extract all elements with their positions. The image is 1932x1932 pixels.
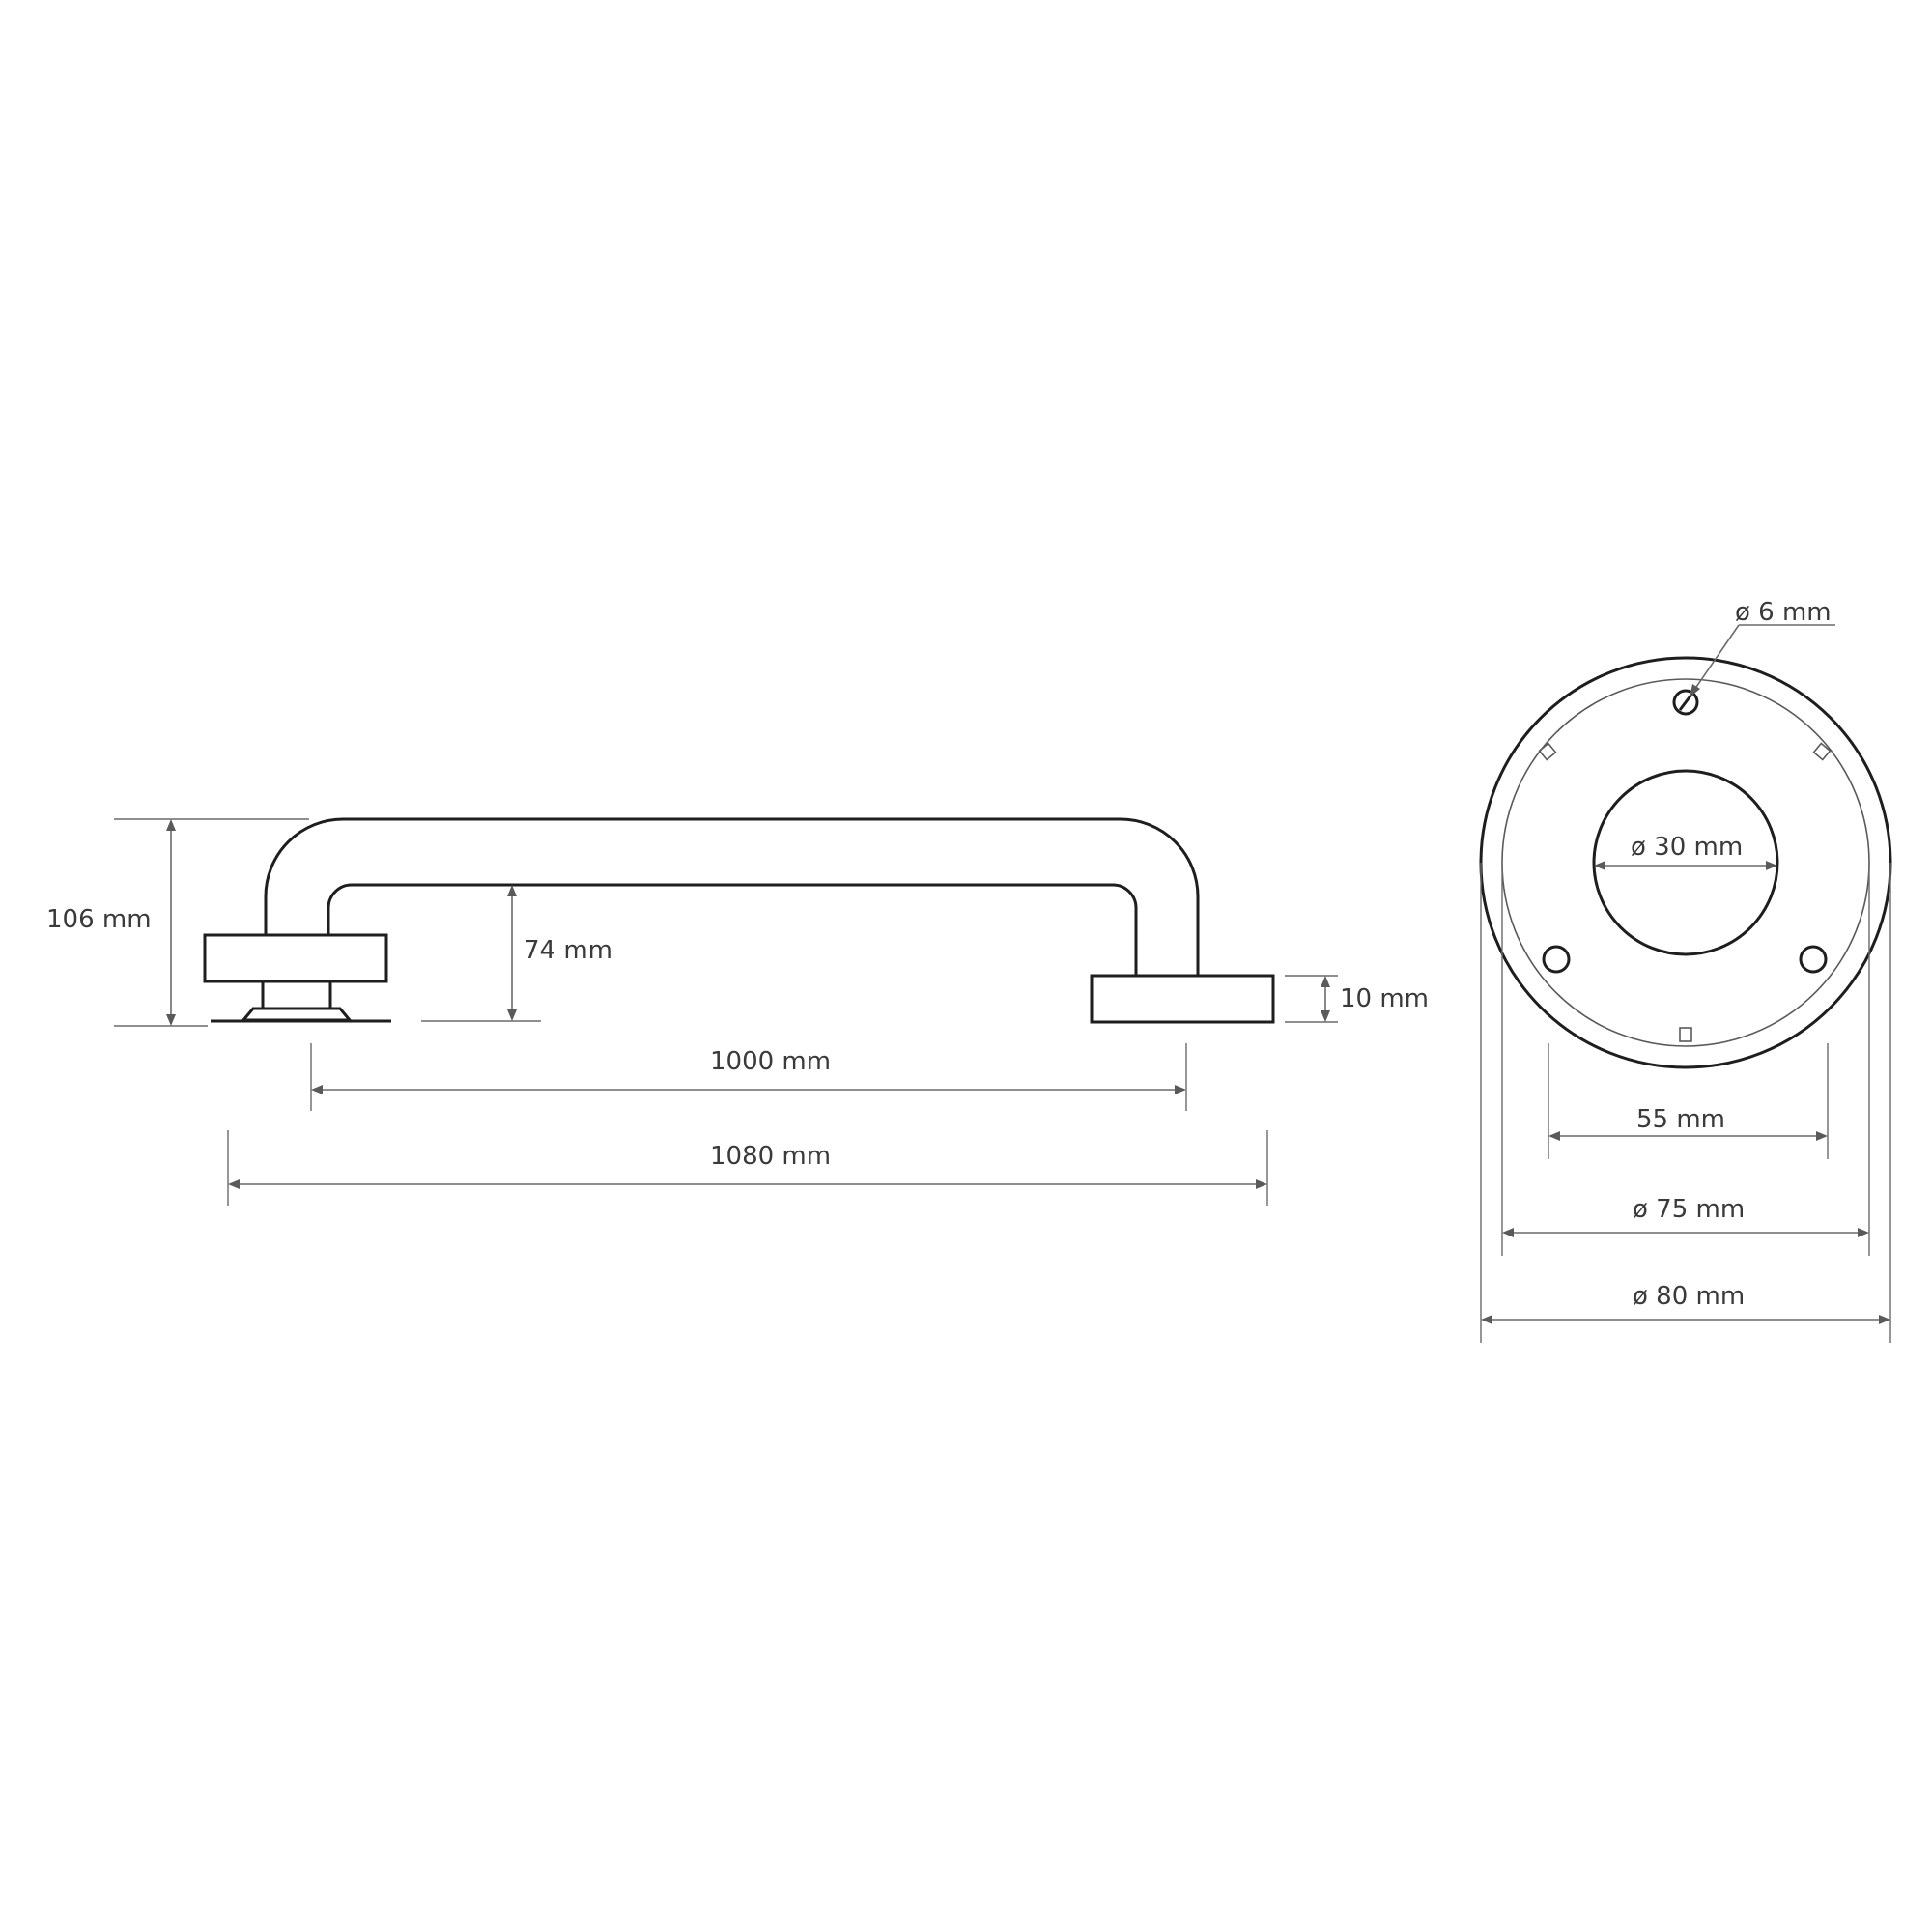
notch-upper-right [1812,742,1832,761]
dim-flange-thickness: 10 mm [1285,975,1429,1023]
flange-outer-circle [1479,656,1892,1069]
screw-hole-left [1542,945,1571,974]
label-overall-length: 1080 mm [710,1142,831,1171]
tube-circle [1592,769,1779,956]
label-hole-spacing: 55 mm [1636,1105,1725,1134]
cover-inner-circle [1501,678,1870,1047]
dim-screw-hole: ø 6 mm [1690,598,1835,697]
dim-overall-length: 1080 mm [227,1130,1268,1206]
left-base-foot [240,1007,354,1022]
dim-center-distance: 1000 mm [310,1043,1187,1111]
label-tube-diameter: ø 30 mm [1631,833,1743,862]
right-flange [1090,974,1275,1024]
label-center-distance: 1000 mm [710,1047,831,1076]
side-view [203,817,1275,1024]
label-cover-diameter: ø 75 mm [1633,1195,1745,1224]
notch-bottom [1679,1027,1692,1042]
dim-hole-spacing: 55 mm [1548,1043,1829,1159]
dim-flange-diameter: ø 80 mm [1480,863,1891,1343]
left-flange [203,933,388,983]
dim-cover-diameter: ø 75 mm [1501,863,1870,1256]
dim-overall-height: 106 mm [46,818,309,1027]
screw-hole-top [1672,689,1699,716]
label-flange-thickness: 10 mm [1340,984,1429,1013]
bar-inner-contour [327,883,1138,976]
dim-inner-clearance: 74 mm [421,885,612,1022]
label-screw-hole: ø 6 mm [1735,598,1832,627]
screw-hole-right [1799,945,1828,974]
left-mounting-base [261,981,332,1010]
front-view [1479,656,1892,1069]
screw-hole-slash [1678,694,1693,711]
notch-upper-left [1538,742,1557,761]
label-overall-height: 106 mm [46,905,152,934]
dim-tube-diameter: ø 30 mm [1594,833,1777,870]
label-flange-diameter: ø 80 mm [1633,1282,1745,1311]
bar-outer-contour [264,817,1200,976]
label-inner-clearance: 74 mm [524,936,612,965]
